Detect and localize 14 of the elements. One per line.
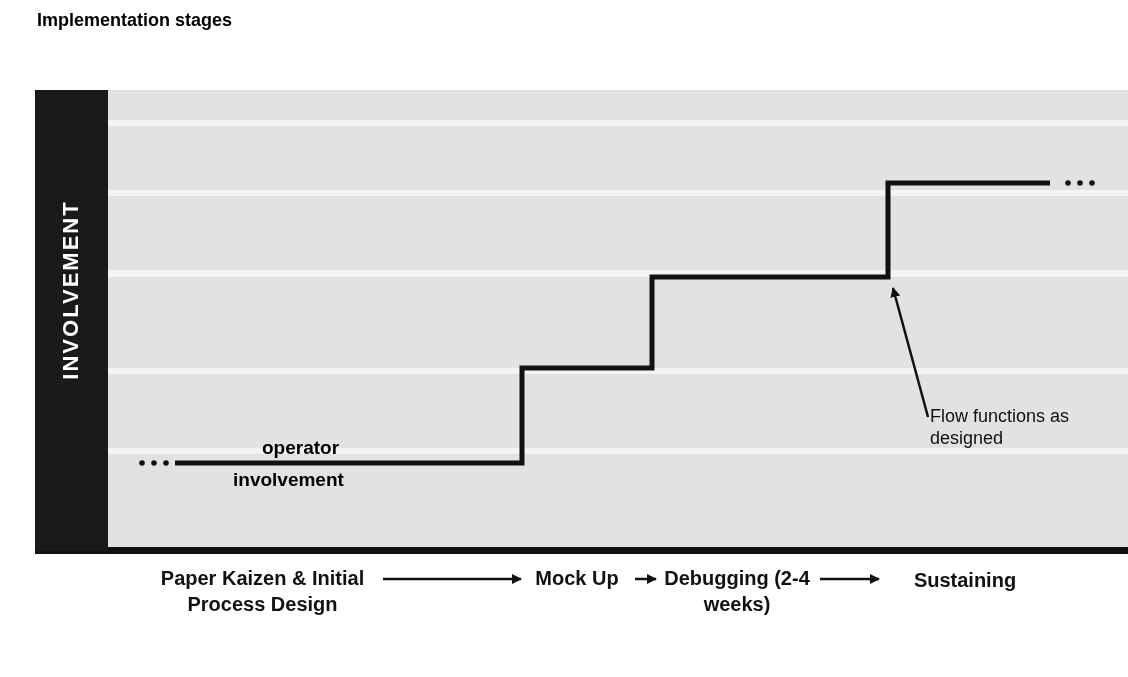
arrow (635, 574, 657, 584)
arrow (383, 574, 522, 584)
stage-label: Paper Kaizen & Initial Process Design (150, 565, 375, 617)
axis-label: INVOLVEMENT (58, 200, 84, 380)
line-label: involvement (233, 469, 344, 491)
stage-label: Debugging (2-4 weeks) (662, 565, 812, 617)
involvement-bar (35, 90, 108, 551)
leader-arrow (890, 287, 930, 418)
stage-label: Sustaining (885, 567, 1045, 593)
line-label: operator (262, 437, 340, 459)
arrow (820, 574, 880, 584)
annotation-text: Flow functions as designed (930, 405, 1115, 449)
stage-label: Mock Up (527, 565, 627, 591)
title: Implementation stages (37, 10, 233, 31)
